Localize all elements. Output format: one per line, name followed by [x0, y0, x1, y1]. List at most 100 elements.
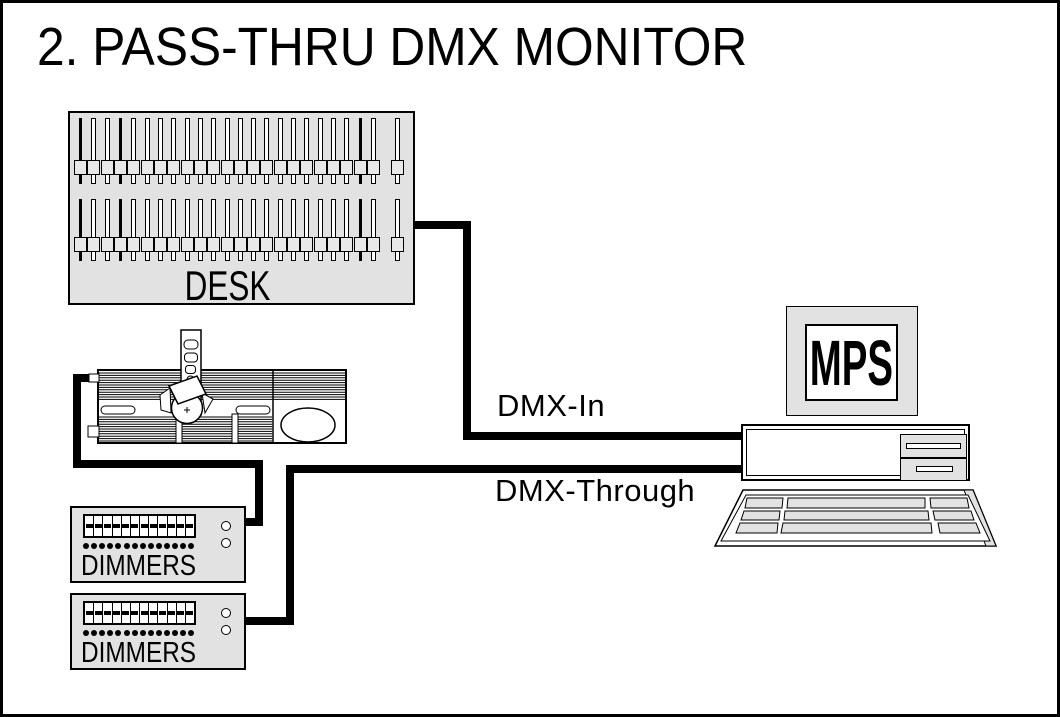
fader-track [317, 118, 323, 184]
dimmer-slider-cell [149, 603, 159, 623]
computer-case [741, 424, 970, 481]
dimmer-slider-cell [94, 603, 104, 623]
indicator-led [221, 521, 231, 531]
dimmer-slider-cell [122, 603, 131, 623]
dmx-in-label: DMX-In [497, 388, 606, 423]
fader-track [395, 118, 400, 184]
fader-track [171, 118, 177, 184]
fader-track [184, 118, 190, 184]
cable-dmx-in-horizontal [463, 432, 743, 440]
dimmer-dot [115, 543, 122, 549]
dimmer-slider-dash [177, 524, 185, 528]
fader-track [277, 199, 283, 261]
fader-knob [153, 160, 167, 175]
fader-knob [247, 160, 261, 175]
dimmer-slider-dash [103, 611, 111, 615]
dimmer-dot [131, 630, 138, 636]
fader-track [131, 199, 137, 261]
fader-knob [273, 160, 287, 175]
scanner-lens [280, 407, 336, 443]
fader-knob [260, 237, 274, 252]
fader-knob [127, 160, 141, 175]
fader-track [371, 118, 377, 184]
fader-knob [391, 160, 404, 175]
dimmer-dot [172, 630, 179, 636]
scanner-handle-right [235, 405, 271, 415]
dimmer-slider-cell [113, 516, 122, 536]
scanner-upper-ribs [99, 372, 345, 400]
fader-knob [153, 237, 167, 252]
fader-knob [327, 237, 341, 252]
dimmer-slider-dash [122, 524, 130, 528]
dimmer-slider-cell [168, 603, 177, 623]
cable-scanner-stub [73, 374, 95, 382]
indicator-led [221, 538, 231, 548]
dimmer-slider-cell [186, 603, 194, 623]
fader-knob [233, 237, 247, 252]
fader-knob [367, 160, 381, 175]
fader-track [237, 118, 243, 184]
fader-track [131, 118, 137, 184]
dimmer-slider-dash [85, 524, 93, 528]
dimmer-dot [155, 630, 162, 636]
dimmer-slider-dash [186, 524, 194, 528]
fader-track [184, 199, 190, 261]
dimmer-slider-dash [140, 524, 148, 528]
dimmer-dot [83, 630, 89, 636]
fader-knob [391, 237, 404, 252]
fader-track [157, 199, 163, 261]
dimmer-slider-cell [85, 603, 95, 623]
drive-bay-2 [900, 458, 967, 481]
fader-track [211, 118, 217, 184]
fader-track [291, 199, 297, 261]
dimmer-slider-cell [103, 603, 113, 623]
fader-knob [180, 237, 194, 252]
dimmer-unit-2: DIMMERS [70, 593, 246, 670]
fader-track [104, 118, 110, 184]
fader-track [304, 199, 310, 261]
fader-track [104, 199, 110, 261]
cable-dmx-in-vertical [463, 221, 471, 440]
dimmer-slider-cell [177, 603, 186, 623]
dimmer-dot [107, 543, 114, 549]
drive-bay-1 [900, 434, 967, 458]
fader-track [317, 199, 323, 261]
dimmer-dot [123, 630, 130, 636]
dimmer-slider-dash [131, 524, 139, 528]
dimmer-slider-cell [158, 603, 168, 623]
fader-knob [300, 160, 314, 175]
indicator-led [221, 625, 231, 635]
fader-knob [247, 237, 261, 252]
dimmer-slider-cell [168, 516, 177, 536]
monitor-screen: MPS [805, 324, 898, 401]
dimmer-dot [155, 543, 162, 549]
fader-track [224, 118, 230, 184]
scanner-handle-left [100, 405, 136, 415]
computer-keyboard-icon [713, 489, 998, 547]
dimmer-dot [164, 630, 170, 636]
dimmer-dot [164, 543, 170, 549]
fader-knob [273, 237, 287, 252]
fader-track [304, 118, 310, 184]
dimmer-label: DIMMERS [81, 637, 197, 669]
dimmer-dot [147, 630, 154, 636]
fader-track [157, 118, 163, 184]
dmx-through-label: DMX-Through [495, 473, 696, 508]
dimmer-dot [131, 543, 138, 549]
indicator-led [221, 608, 231, 618]
dimmer-slider-dash [168, 611, 176, 615]
fader-track [197, 118, 203, 184]
fader-knob [220, 160, 234, 175]
dimmer-dot [123, 543, 130, 549]
keyboard-keys [735, 497, 981, 534]
dimmer-dot [180, 630, 187, 636]
dimmer-label: DIMMERS [81, 550, 197, 582]
fader-knob [74, 160, 87, 175]
dimmer-slider-cell [113, 603, 122, 623]
dimmer-slider-cell [177, 516, 186, 536]
fader-knob [340, 160, 354, 175]
dimmer-slider-dash [131, 611, 139, 615]
dimmer-slider-cell [131, 516, 141, 536]
fader-track [371, 199, 377, 261]
